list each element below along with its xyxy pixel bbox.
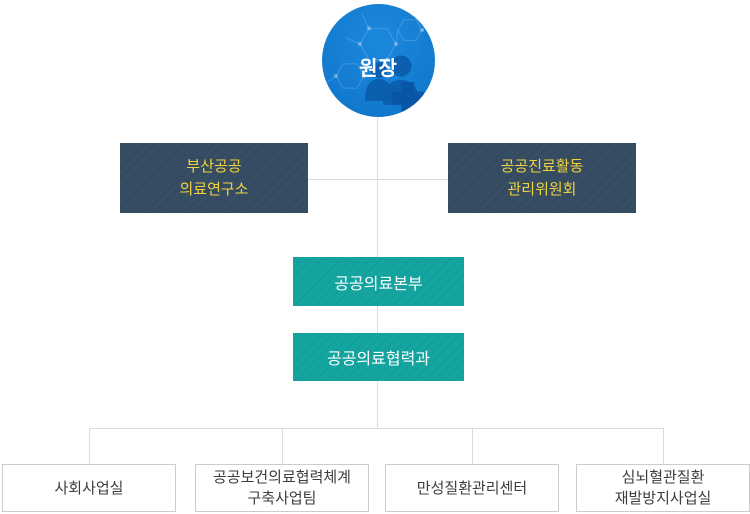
network-pattern <box>324 13 434 89</box>
department-label-line: 만성질환관리센터 <box>416 479 528 497</box>
committee-label-line: 관리위원회 <box>507 181 577 198</box>
committee-box-management-committee: 공공진료활동 관리위원회 <box>448 143 636 213</box>
committee-label-line: 부산공공 <box>186 158 242 175</box>
department-label-line: 사회사업실 <box>54 479 124 497</box>
director-label: 원장 <box>359 58 398 80</box>
connector-line <box>89 428 664 429</box>
connector-line <box>89 428 90 464</box>
department-box: 심뇌혈관질환 재발방지사업실 <box>576 464 750 512</box>
division-label: 공공의료협력과 <box>326 351 431 368</box>
connector-line <box>282 428 283 464</box>
medical-team-icon <box>365 55 424 114</box>
connector-line <box>377 60 378 257</box>
committee-label-line: 의료연구소 <box>179 181 249 198</box>
department-box: 만성질환관리센터 <box>385 464 559 512</box>
headquarters-box: 공공의료본부 <box>293 257 464 306</box>
committee-label-line: 공공진료활동 <box>500 158 584 175</box>
department-label-line: 공공보건의료협력체계 <box>212 469 351 486</box>
division-box: 공공의료협력과 <box>293 333 464 381</box>
department-label-line: 심뇌혈관질환 <box>621 469 705 486</box>
circle-decoration <box>324 13 434 114</box>
connector-line <box>377 306 378 333</box>
department-box: 공공보건의료협력체계 구축사업팀 <box>195 464 369 512</box>
connector-line <box>472 428 473 464</box>
root-node-director: 원장 <box>322 4 435 117</box>
department-label-line: 구축사업팀 <box>247 490 317 507</box>
department-label-line: 재발방지사업실 <box>614 490 712 507</box>
connector-line <box>308 179 448 180</box>
network-dots <box>334 26 424 78</box>
headquarters-label: 공공의료본부 <box>334 275 423 293</box>
connector-line <box>377 381 378 428</box>
connector-line <box>663 428 664 464</box>
department-box: 사회사업실 <box>2 464 176 512</box>
committee-box-research-institute: 부산공공 의료연구소 <box>120 143 308 213</box>
